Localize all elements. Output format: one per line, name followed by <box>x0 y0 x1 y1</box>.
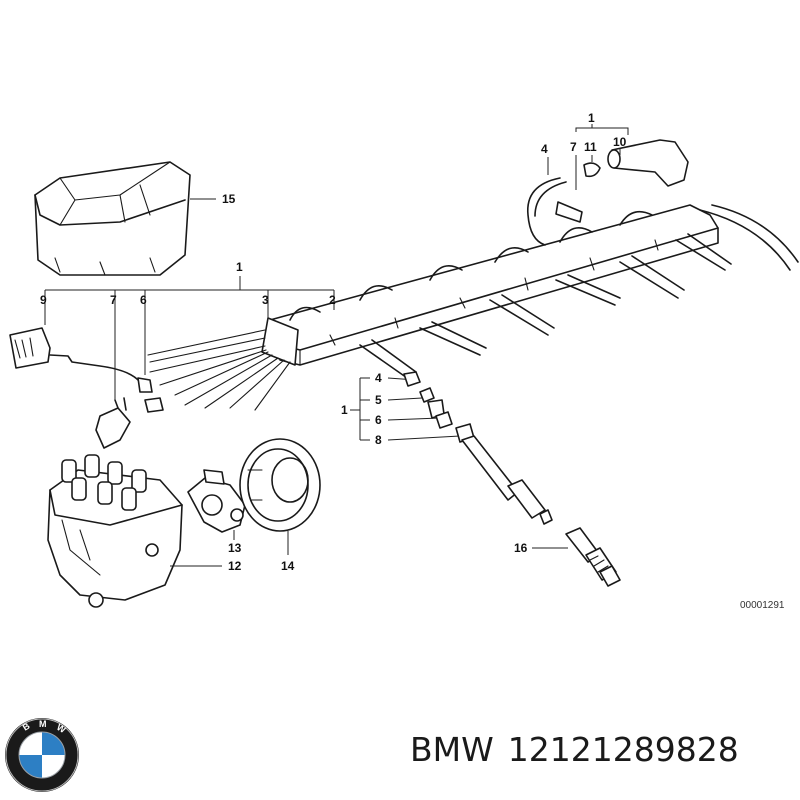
part-number-caption: BMW 12121289828 <box>410 730 753 769</box>
callout-6-left: 6 <box>140 293 147 307</box>
rotor-part-13 <box>187 469 246 540</box>
callout-7-left: 7 <box>110 293 117 307</box>
bmw-logo: B M W <box>5 718 79 792</box>
drawing-code: 00001291 <box>740 600 785 611</box>
callout-3: 3 <box>262 293 269 307</box>
callout-11: 11 <box>584 140 597 154</box>
callout-13: 13 <box>228 541 242 555</box>
wiring-harness-rail <box>147 204 799 411</box>
distributor-leads <box>9 276 335 449</box>
callout-16: 16 <box>514 541 528 555</box>
callout-5: 5 <box>375 393 382 407</box>
callout-6-mid: 6 <box>375 413 382 427</box>
part-number: 12121289828 <box>507 730 739 769</box>
callout-4-mid: 4 <box>375 371 382 385</box>
callout-10: 10 <box>613 135 627 149</box>
callout-15: 15 <box>222 192 236 206</box>
callout-2: 2 <box>329 293 336 307</box>
svg-text:M: M <box>39 719 47 729</box>
ignition-cover-part-15 <box>34 161 216 276</box>
spark-plug-connector-group <box>350 371 621 587</box>
distributor-cap-part-12 <box>47 454 222 608</box>
dust-shield-part-14 <box>239 438 321 555</box>
callout-9: 9 <box>40 293 47 307</box>
callout-1-top: 1 <box>588 111 595 125</box>
svg-text:B: B <box>21 721 32 733</box>
coil-connector-parts <box>527 124 689 246</box>
callout-7-top: 7 <box>570 140 577 154</box>
callout-8: 8 <box>375 433 382 447</box>
brand-name: BMW <box>410 730 494 769</box>
callout-1-mid: 1 <box>341 403 348 417</box>
callout-14: 14 <box>281 559 295 573</box>
callout-4-top: 4 <box>541 142 548 156</box>
callout-12: 12 <box>228 559 242 573</box>
callout-1-left: 1 <box>236 260 243 274</box>
